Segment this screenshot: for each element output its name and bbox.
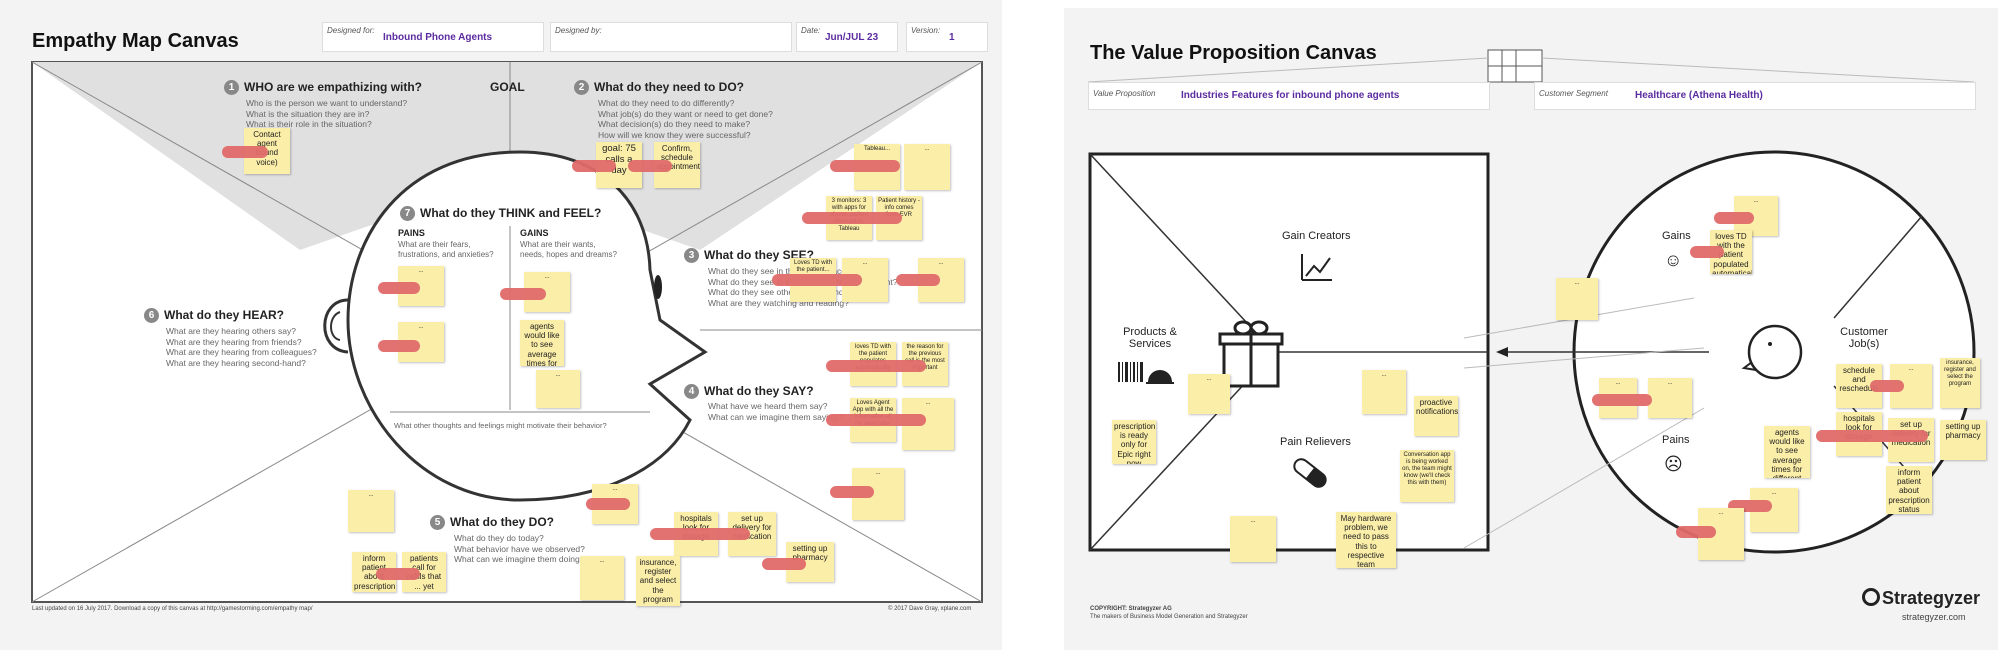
gains-title: GAINS <box>520 228 549 238</box>
redaction-mark <box>826 360 926 372</box>
products-services-title: Products & Services <box>1123 326 1177 350</box>
sticky-note[interactable]: ... <box>1188 374 1230 414</box>
gain-creators-title: Gain Creators <box>1282 230 1351 242</box>
sticky-note[interactable]: ... <box>1362 370 1406 414</box>
hear-questions: What are they hearing others say?What ar… <box>166 326 317 368</box>
sticky-note[interactable]: set up delivery for medication <box>728 512 776 556</box>
redaction-mark <box>802 212 902 224</box>
strategyzer-url: strategyzer.com <box>1902 612 1966 622</box>
redaction-mark <box>378 340 420 352</box>
sticky-note[interactable]: May hardware problem, we need to pass th… <box>1336 512 1396 568</box>
redaction-mark <box>1676 526 1716 538</box>
redaction-mark <box>830 486 874 498</box>
empathy-map-frame <box>31 61 983 603</box>
redaction-mark <box>378 282 420 294</box>
redaction-mark <box>222 146 268 158</box>
redaction-mark <box>826 414 926 426</box>
sticky-note[interactable]: ... <box>536 370 580 408</box>
redaction-mark <box>762 558 806 570</box>
sticky-note[interactable]: agents would like to see average times f… <box>1764 426 1810 478</box>
empathy-footer-right: © 2017 Dave Gray, xplane.com <box>888 606 972 612</box>
value-proposition-board: The Value Proposition Canvas Value Propo… <box>1064 8 1998 650</box>
do-questions: What do they need to do differently?What… <box>598 98 773 140</box>
redaction-mark <box>376 568 420 580</box>
sticky-note[interactable]: ... <box>904 144 950 190</box>
sticky-note[interactable]: ... <box>1648 378 1692 418</box>
doing-questions: What do they do today?What behavior have… <box>454 533 585 565</box>
sticky-note[interactable]: ... <box>348 490 394 532</box>
date-field[interactable]: Date: Jun/JUL 23 <box>796 22 898 52</box>
value-proposition-field[interactable]: Value Proposition Industries Features fo… <box>1088 82 1490 110</box>
customer-jobs-title: Customer Job(s) <box>1840 326 1888 350</box>
sticky-note[interactable]: proactive notifications <box>1414 396 1458 436</box>
redaction-mark <box>1870 380 1904 392</box>
redaction-mark <box>500 288 546 300</box>
sticky-note[interactable]: prescription is ready only for Epic righ… <box>1112 420 1156 464</box>
redaction-mark <box>1690 246 1724 258</box>
redaction-mark <box>650 528 750 540</box>
smile-icon: ☺ <box>1664 250 1683 270</box>
gains-title: Gains <box>1662 230 1691 242</box>
vpc-copyright: COPYRIGHT: Strategyzer AG <box>1090 606 1172 612</box>
redaction-mark <box>772 274 862 286</box>
strategyzer-logo-icon <box>1862 588 1880 606</box>
goal-label: GOAL <box>490 80 525 94</box>
pains-title: PAINS <box>398 228 425 238</box>
empathy-map-board: Empathy Map Canvas Designed for: Inbound… <box>0 0 1002 650</box>
designed-for-field[interactable]: Designed for: Inbound Phone Agents <box>322 22 544 52</box>
sticky-note[interactable]: setting up pharmacy <box>1940 420 1986 460</box>
customer-segment-field[interactable]: Customer Segment Healthcare (Athena Heal… <box>1534 82 1976 110</box>
vpc-title: The Value Proposition Canvas <box>1090 42 1377 64</box>
sticky-note[interactable]: Conversation app is being worked on, the… <box>1400 450 1454 502</box>
say-questions: What have we heard them say?What can we … <box>708 401 843 422</box>
pain-relievers-title: Pain Relievers <box>1280 436 1351 448</box>
sticky-note[interactable]: ... <box>580 556 624 600</box>
version-field[interactable]: Version: 1 <box>906 22 988 52</box>
redaction-mark <box>1816 430 1928 442</box>
redaction-mark <box>628 160 672 172</box>
pill-icon <box>1293 458 1327 488</box>
redaction-mark <box>830 160 900 172</box>
frown-icon: ☹ <box>1664 454 1683 474</box>
sticky-note[interactable]: insurance, register and select the progr… <box>1940 358 1980 408</box>
sticky-note[interactable]: ... <box>1230 516 1276 562</box>
redaction-mark <box>1714 212 1754 224</box>
chart-growth-icon <box>1301 254 1332 281</box>
redaction-mark <box>1592 394 1652 406</box>
vpc-copyright-sub: The makers of Business Model Generation … <box>1090 614 1248 620</box>
sticky-note[interactable]: insurance, register and select the progr… <box>636 556 680 606</box>
sticky-note[interactable]: inform patient about prescription status <box>1886 466 1932 514</box>
pains-questions: What are their fears,frustrations, and a… <box>398 240 494 259</box>
barcode-icon <box>1118 362 1174 384</box>
strategyzer-logo: Strategyzer <box>1862 588 1980 609</box>
empathy-map-title: Empathy Map Canvas <box>32 30 239 52</box>
sticky-note[interactable]: ... <box>1556 278 1598 320</box>
gains-questions: What are their wants,needs, hopes and dr… <box>520 240 617 259</box>
designed-by-field[interactable]: Designed by: <box>550 22 792 52</box>
sticky-note[interactable]: setting up pharmacy <box>786 542 834 582</box>
sticky-note[interactable]: agents would like to see average times f… <box>520 320 564 366</box>
redaction-mark <box>572 160 616 172</box>
who-questions: Who is the person we want to understand?… <box>246 98 408 130</box>
redaction-mark <box>586 498 630 510</box>
other-thoughts-question: What other thoughts and feelings might m… <box>394 421 607 430</box>
pains-title: Pains <box>1662 434 1690 446</box>
gift-icon <box>1218 320 1284 388</box>
empathy-footer-left: Last updated on 16 July 2017. Download a… <box>32 606 313 612</box>
redaction-mark <box>896 274 940 286</box>
vpc-header-decor <box>1087 49 1975 83</box>
